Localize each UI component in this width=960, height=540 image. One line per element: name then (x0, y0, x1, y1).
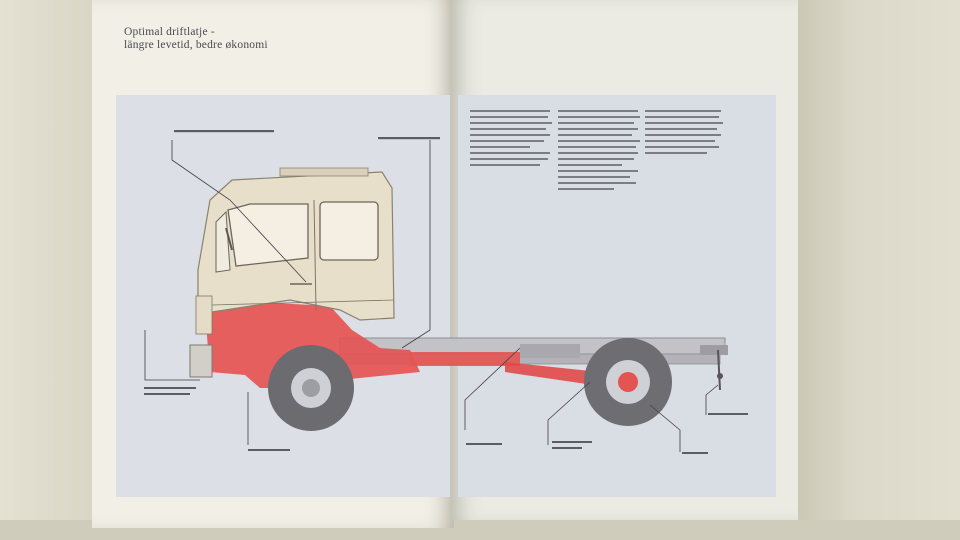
truck-cab (189, 167, 395, 378)
callout-lines (144, 140, 719, 452)
callout-labels (144, 130, 748, 454)
text-column-1 (470, 110, 552, 170)
front-wheel (268, 345, 354, 431)
diagram-panel-right (458, 95, 776, 497)
table-surface-right (790, 0, 960, 540)
table-surface-left (0, 0, 110, 540)
text-column-2 (558, 110, 640, 194)
heading-line-1: Optimal driftlatje - (124, 26, 215, 38)
rear-hitch (717, 349, 723, 391)
heading-line-2: längre levetid, bedre økonomi (124, 39, 268, 51)
text-column-3 (645, 110, 723, 158)
rear-wheel (584, 338, 672, 426)
page-heading: Optimal driftlatje - längre levetid, bed… (124, 26, 324, 52)
